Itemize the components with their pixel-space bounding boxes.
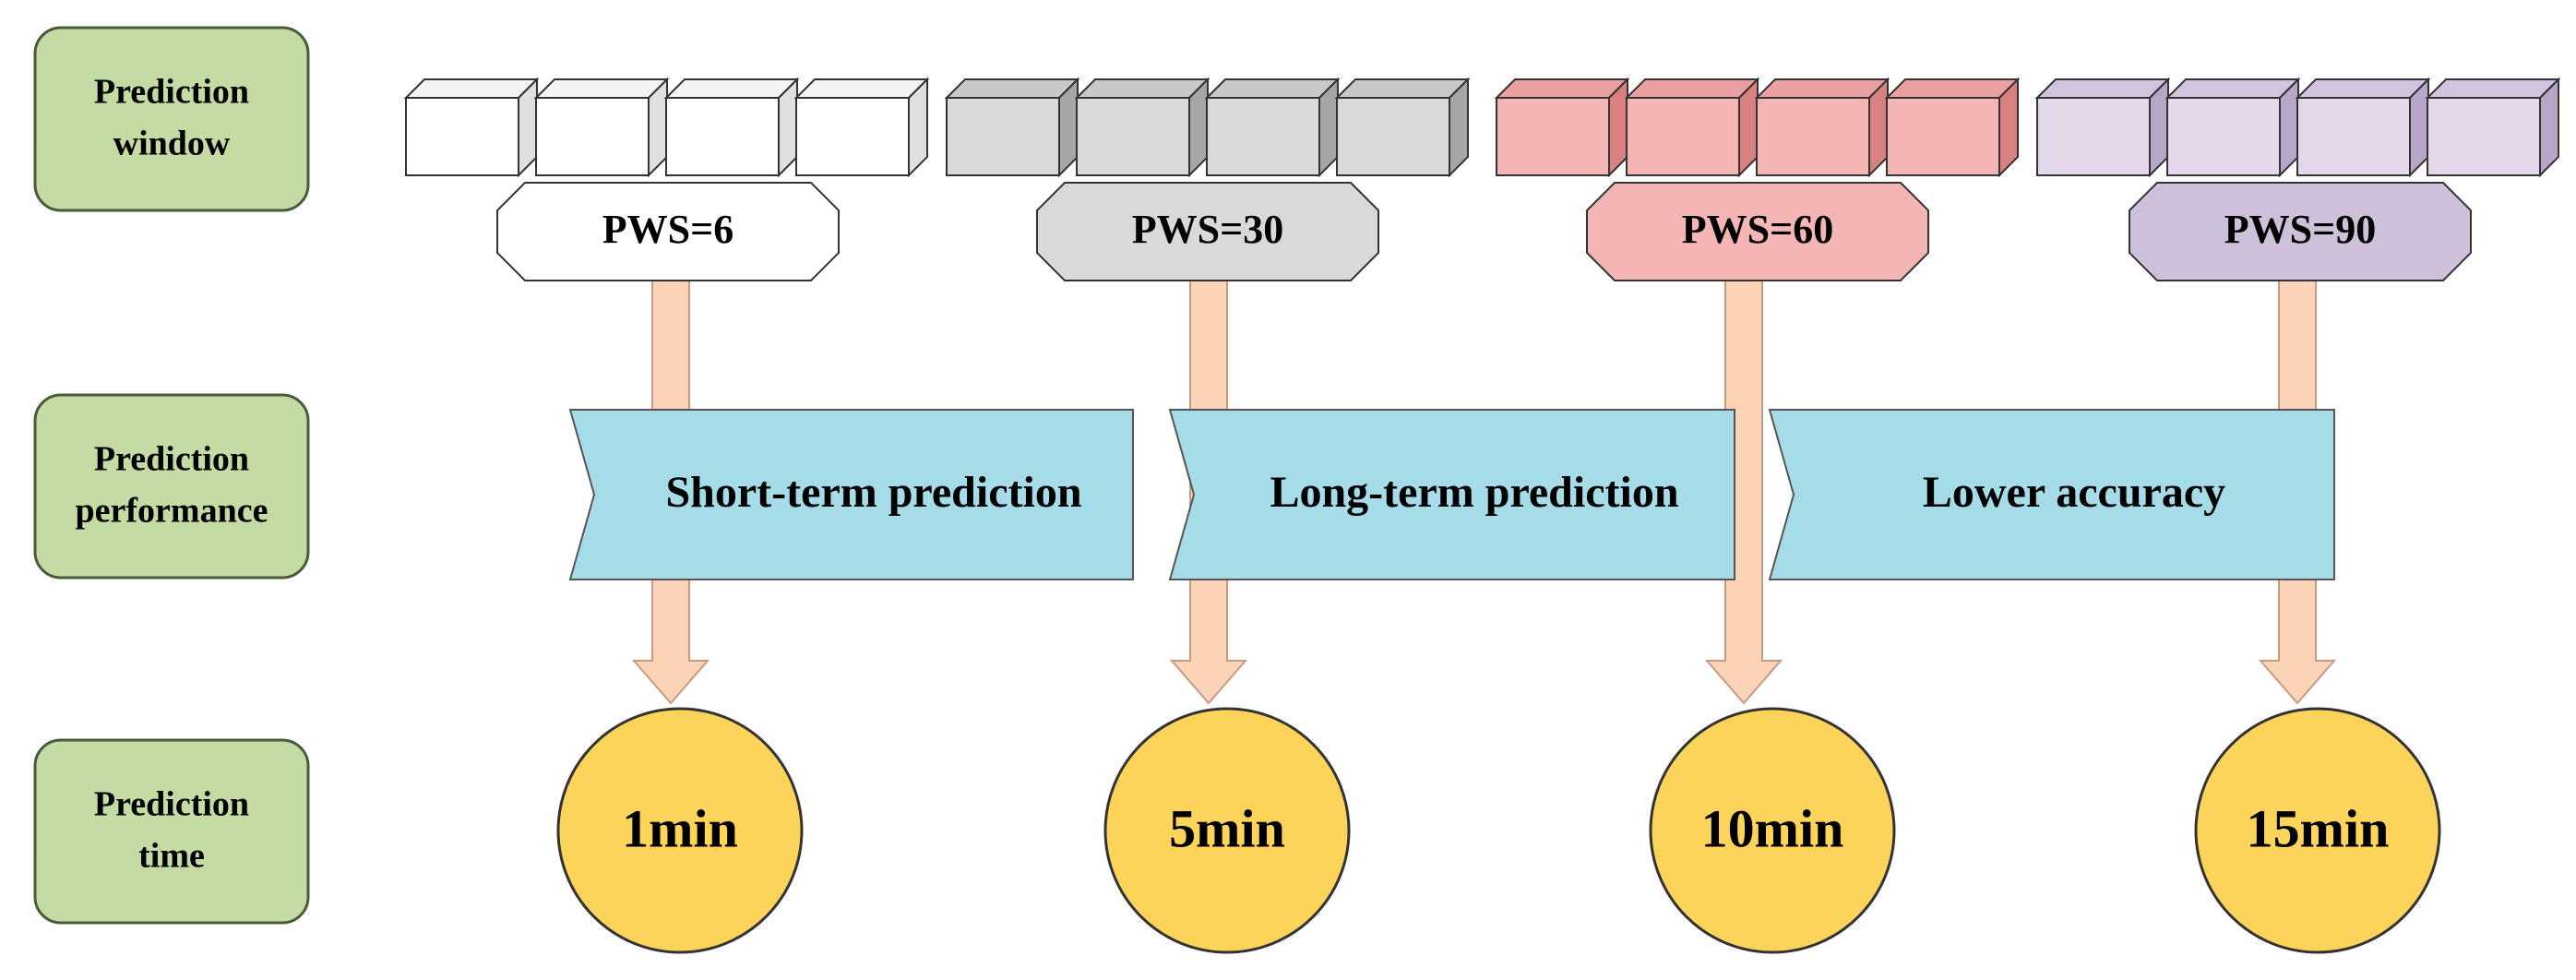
pws-badge-3: PWS=60 (1586, 182, 1929, 281)
row-label-line: Prediction (94, 785, 249, 824)
window-cube (1884, 77, 2021, 178)
window-cube (403, 77, 540, 178)
row-label-line: window (113, 125, 231, 163)
pws-label: PWS=6 (602, 207, 733, 252)
pws-badge-4: PWS=90 (2129, 182, 2472, 281)
circle-shape (2194, 707, 2441, 954)
row-label-line: Prediction (94, 73, 249, 112)
time-label: 1min (622, 798, 738, 858)
window-cube (1624, 77, 1760, 178)
window-cube (2295, 77, 2431, 178)
band-label: Long-term prediction (1270, 468, 1678, 517)
badge-shape (2129, 182, 2472, 281)
performance-band-1: Short-term prediction (568, 409, 1134, 580)
performance-band-3: Lower accuracy (1768, 409, 2335, 580)
window-cube (1754, 77, 1890, 178)
row-label-line: time (138, 837, 205, 876)
band-shape (1168, 409, 1735, 580)
time-circle-2: 5min (1103, 707, 1351, 954)
band-label: Lower accuracy (1923, 468, 2225, 517)
band-label: Short-term prediction (665, 468, 1081, 517)
time-circle-1: 1min (556, 707, 804, 954)
band-shape (568, 409, 1134, 580)
performance-bands: Short-term prediction Long-term predictio… (568, 409, 2335, 580)
badge-shape (496, 182, 840, 281)
circle-shape (1103, 707, 1351, 954)
connector-arrows (631, 276, 2337, 705)
pws-label: PWS=60 (1682, 207, 1833, 252)
row-label-line: performance (76, 492, 268, 531)
row-label-box (33, 738, 310, 925)
window-cubes (403, 77, 2561, 178)
window-cube (663, 77, 800, 178)
badge-shape (1036, 182, 1379, 281)
row-label-window: Prediction window (33, 26, 310, 212)
row-label-box (33, 393, 310, 580)
down-arrow-3 (1704, 276, 1783, 705)
pws-badges: PWS=6 PWS=30 PWS=60 PWS=90 (496, 182, 2472, 281)
window-cube (1204, 77, 1341, 178)
pws-badge-1: PWS=6 (496, 182, 840, 281)
performance-band-2: Long-term prediction (1168, 409, 1735, 580)
row-labels: PredictionwindowPredictionperformancePre… (33, 26, 310, 925)
time-label: 10min (1701, 798, 1844, 858)
window-cube (1494, 77, 1630, 178)
circle-shape (1649, 707, 1896, 954)
window-cube (944, 77, 1080, 178)
window-cube (2425, 77, 2561, 178)
row-label-box (33, 26, 310, 212)
window-cube (533, 77, 670, 178)
pws-badge-2: PWS=30 (1036, 182, 1379, 281)
row-label-performance: Prediction performance (33, 393, 310, 580)
pws-label: PWS=30 (1132, 207, 1283, 252)
window-group-1 (403, 77, 930, 178)
time-circle-3: 10min (1649, 707, 1896, 954)
window-group-3 (1494, 77, 2021, 178)
window-cube (2034, 77, 2171, 178)
window-cube (2165, 77, 2301, 178)
circle-shape (556, 707, 804, 954)
window-group-4 (2034, 77, 2561, 178)
pws-label: PWS=90 (2224, 207, 2376, 252)
badge-shape (1586, 182, 1929, 281)
time-label: 15min (2247, 798, 2390, 858)
time-circles: 1min 5min 10min 15min (556, 707, 2441, 954)
row-label-time: Prediction time (33, 738, 310, 925)
time-label: 5min (1169, 798, 1285, 858)
window-cube (1334, 77, 1471, 178)
window-group-2 (944, 77, 1471, 178)
band-shape (1768, 409, 2335, 580)
window-cube (1074, 77, 1210, 178)
window-cube (793, 77, 930, 178)
row-label-line: Prediction (94, 440, 249, 479)
time-circle-4: 15min (2194, 707, 2441, 954)
